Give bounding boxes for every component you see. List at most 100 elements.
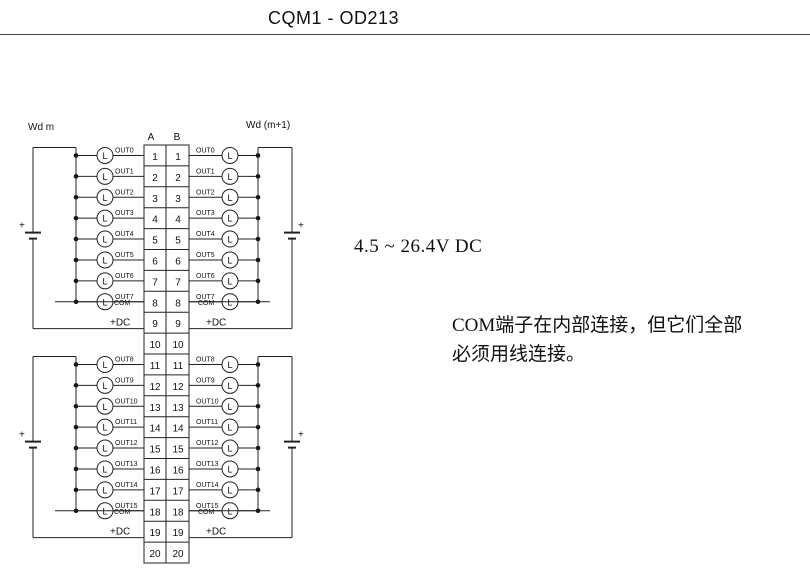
dc-label-left: +DC bbox=[110, 527, 130, 538]
terminal-b-number: 3 bbox=[175, 194, 181, 205]
page-title: CQM1 - OD213 bbox=[268, 8, 400, 28]
load-label: L bbox=[102, 235, 107, 245]
output-label-left: OUT9 bbox=[115, 377, 134, 384]
com-label-left: COM bbox=[114, 300, 131, 307]
load-label: L bbox=[227, 360, 232, 370]
com-note-line-2: 必须用线连接。 bbox=[452, 344, 586, 365]
load-label: L bbox=[227, 423, 232, 433]
load-label: L bbox=[102, 464, 107, 474]
terminal-b-number: 20 bbox=[172, 549, 184, 560]
terminal-a-number: 9 bbox=[152, 319, 158, 330]
terminal-b-number: 11 bbox=[173, 361, 184, 372]
output-label-left: OUT3 bbox=[115, 210, 134, 217]
load-label: L bbox=[102, 214, 107, 224]
terminal-a-number: 17 bbox=[149, 486, 161, 497]
terminal-a-number: 19 bbox=[149, 528, 161, 539]
terminal-b-number: 1 bbox=[175, 152, 181, 163]
output-label-left: OUT6 bbox=[115, 273, 134, 280]
battery-plus-right: + bbox=[298, 430, 304, 441]
output-label-left: OUT7 bbox=[115, 294, 134, 301]
output-label-right: OUT7 bbox=[196, 294, 215, 301]
terminal-a-number: 16 bbox=[149, 466, 161, 477]
terminal-a-number: 8 bbox=[152, 298, 158, 309]
dc-label-right: +DC bbox=[206, 527, 226, 538]
terminal-a-number: 13 bbox=[149, 403, 161, 414]
terminal-a-number: 4 bbox=[152, 215, 158, 226]
battery-plus-right: + bbox=[298, 221, 304, 232]
load-label: L bbox=[227, 485, 232, 495]
terminal-a-number: 5 bbox=[152, 236, 158, 247]
terminal-a-number: 6 bbox=[152, 257, 158, 268]
load-label: L bbox=[102, 193, 107, 203]
terminal-a-number: 1 bbox=[152, 152, 158, 163]
output-label-left: OUT5 bbox=[115, 252, 134, 259]
terminal-b-number: 9 bbox=[175, 319, 181, 330]
terminal-b-number: 14 bbox=[172, 424, 184, 435]
output-label-right: OUT0 bbox=[196, 147, 215, 154]
terminal-a-number: 7 bbox=[152, 277, 158, 288]
output-label-right: OUT4 bbox=[196, 231, 215, 238]
column-b-label: B bbox=[174, 132, 181, 143]
terminal-b-number: 2 bbox=[175, 173, 181, 184]
output-label-left: OUT13 bbox=[115, 461, 138, 468]
terminal-a-number: 20 bbox=[149, 549, 161, 560]
terminal-a-number: 11 bbox=[150, 361, 161, 372]
output-label-right: OUT3 bbox=[196, 210, 215, 217]
dc-label-right: +DC bbox=[206, 318, 226, 329]
load-label: L bbox=[102, 151, 107, 161]
output-label-left: OUT4 bbox=[115, 231, 134, 238]
com-note: COM端子在内部连接，但它们全部 必须用线连接。 bbox=[452, 311, 810, 369]
load-label: L bbox=[227, 255, 232, 265]
com-label-right: COM bbox=[198, 509, 215, 516]
output-label-left: OUT0 bbox=[115, 147, 134, 154]
load-label: L bbox=[227, 402, 232, 412]
load-label: L bbox=[227, 276, 232, 286]
load-label: L bbox=[227, 381, 232, 391]
com-note-line-1: COM端子在内部连接，但它们全部 bbox=[452, 315, 743, 336]
load-label: L bbox=[102, 276, 107, 286]
load-label: L bbox=[102, 444, 107, 454]
terminal-b-number: 15 bbox=[172, 445, 184, 456]
output-label-right: OUT14 bbox=[196, 482, 219, 489]
output-label-right: OUT5 bbox=[196, 252, 215, 259]
word-left-label: Wd m bbox=[28, 122, 55, 133]
column-a-label: A bbox=[148, 132, 155, 143]
output-label-left: OUT12 bbox=[115, 440, 138, 447]
terminal-a-number: 18 bbox=[149, 507, 161, 518]
load-label: L bbox=[227, 444, 232, 454]
terminal-a-number: 3 bbox=[152, 194, 158, 205]
com-label-left: COM bbox=[114, 509, 131, 516]
battery-plus-left: + bbox=[19, 221, 25, 232]
output-label-left: OUT1 bbox=[115, 168, 134, 175]
output-label-left: OUT11 bbox=[115, 419, 137, 426]
output-label-left: OUT2 bbox=[115, 189, 134, 196]
output-label-left: OUT14 bbox=[115, 482, 138, 489]
terminal-b-number: 13 bbox=[172, 403, 184, 414]
terminal-b-number: 17 bbox=[172, 486, 184, 497]
terminal-b-number: 18 bbox=[172, 507, 184, 518]
terminal-a-number: 15 bbox=[149, 445, 161, 456]
load-label: L bbox=[102, 402, 107, 412]
output-label-right: OUT6 bbox=[196, 273, 215, 280]
load-label: L bbox=[227, 193, 232, 203]
terminal-b-number: 16 bbox=[172, 466, 184, 477]
terminal-a-number: 10 bbox=[149, 340, 161, 351]
output-label-left: OUT8 bbox=[115, 356, 134, 363]
terminal-b-number: 5 bbox=[175, 236, 181, 247]
output-label-right: OUT2 bbox=[196, 189, 215, 196]
output-label-right: OUT1 bbox=[196, 168, 215, 175]
terminal-b-number: 6 bbox=[175, 257, 181, 268]
load-label: L bbox=[102, 255, 107, 265]
load-label: L bbox=[102, 360, 107, 370]
output-label-right: OUT13 bbox=[196, 461, 219, 468]
load-label: L bbox=[227, 235, 232, 245]
terminal-b-number: 4 bbox=[175, 215, 181, 226]
terminal-b-number: 19 bbox=[172, 528, 184, 539]
load-label: L bbox=[102, 172, 107, 182]
dc-label-left: +DC bbox=[110, 318, 130, 329]
output-label-right: OUT11 bbox=[196, 419, 218, 426]
output-label-right: OUT8 bbox=[196, 356, 215, 363]
terminal-b-number: 10 bbox=[172, 340, 184, 351]
com-label-right: COM bbox=[198, 300, 215, 307]
